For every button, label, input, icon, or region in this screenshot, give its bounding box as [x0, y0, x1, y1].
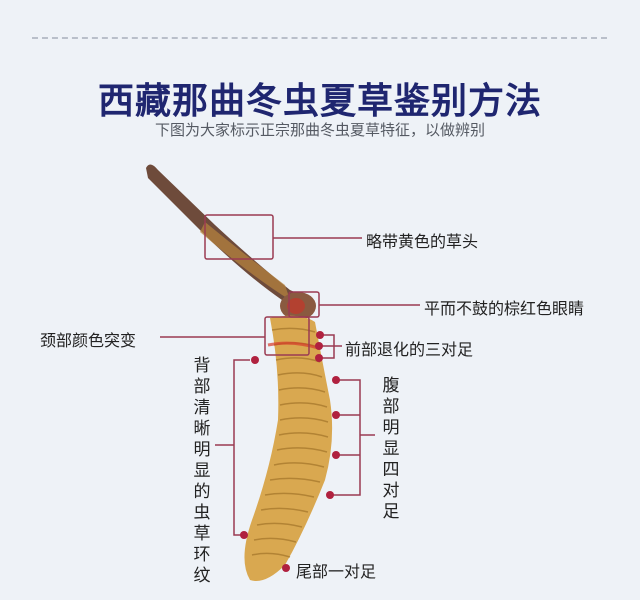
- label-abdomen-legs: 腹部明显四对足: [382, 376, 400, 522]
- label-neck: 颈部颜色突变: [40, 331, 137, 350]
- label-tail-legs: 尾部一对足: [296, 562, 377, 581]
- label-back-rings: 背部清晰明显的虫草环纹: [193, 356, 211, 586]
- label-front-legs: 前部退化的三对足: [345, 340, 474, 359]
- page-subtitle: 下图为大家标示正宗那曲冬虫夏草特征，以做辨别: [154, 121, 485, 139]
- neck-box: [264, 316, 310, 356]
- label-head: 略带黄色的草头: [366, 232, 479, 251]
- head-box: [204, 214, 274, 260]
- dashed-divider: [32, 37, 607, 39]
- label-eyes: 平而不鼓的棕红色眼睛: [424, 299, 585, 318]
- page-title: 西藏那曲冬虫夏草鉴别方法: [97, 81, 542, 122]
